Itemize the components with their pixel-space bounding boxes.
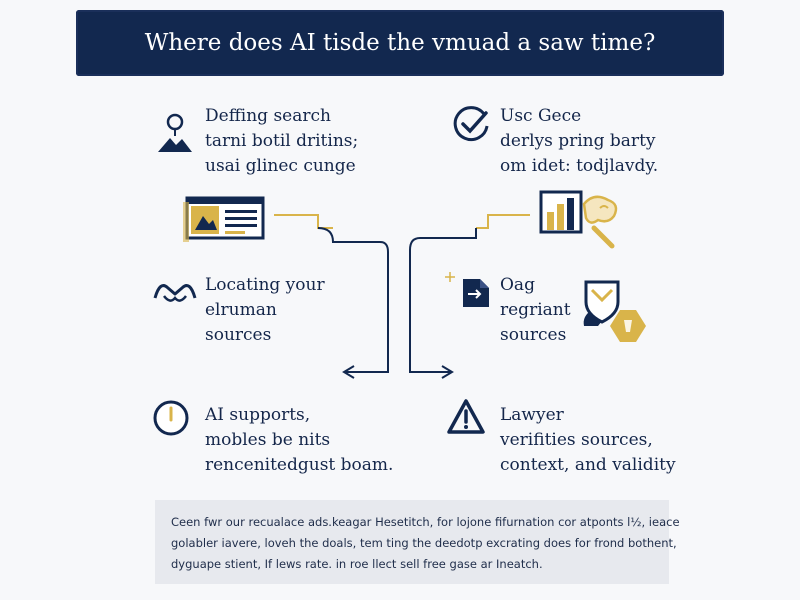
connector-right-arrowhead (441, 365, 454, 379)
footer-note: Ceen fwr our recualace ads.keagar Heseti… (155, 500, 680, 584)
connector-left-navy (317, 227, 389, 373)
page-title: Where does AI tisde the vmuad a saw time… (144, 30, 656, 56)
step-2-text: Usc Gece derlys pring barty om idet: tod… (500, 106, 659, 176)
step-4-text: Oag regriant sources (500, 275, 571, 345)
handshake-icon (152, 276, 198, 306)
footer-text: Ceen fwr our recualace ads.keagar Heseti… (171, 515, 680, 571)
connector-left-gold (274, 214, 333, 229)
step-3-text: Locating your elruman sources (205, 275, 325, 345)
warning-triangle-icon (446, 398, 486, 436)
document-window-icon (183, 192, 267, 242)
connector-left-arrowhead (342, 365, 355, 379)
document-arrow-icon (460, 276, 492, 310)
sparkle-mark (445, 272, 455, 282)
step-5-text: AI supports, mobles be nits rencenitedgu… (205, 405, 394, 475)
shield-badge-icon (578, 276, 648, 348)
connector-right-navy (409, 228, 477, 373)
person-mountain-icon (156, 112, 194, 156)
step-1-text: Deffing search tarni botil dritins; usai… (205, 106, 359, 176)
connector-right-gold (476, 214, 530, 229)
title-banner: Where does AI tisde the vmuad a saw time… (76, 10, 724, 76)
bar-chart-hand-icon (538, 186, 624, 252)
clock-icon (152, 398, 190, 438)
checkmark-circle-icon (452, 104, 492, 144)
step-6-text: Lawyer verifities sources, context, and … (500, 405, 676, 475)
